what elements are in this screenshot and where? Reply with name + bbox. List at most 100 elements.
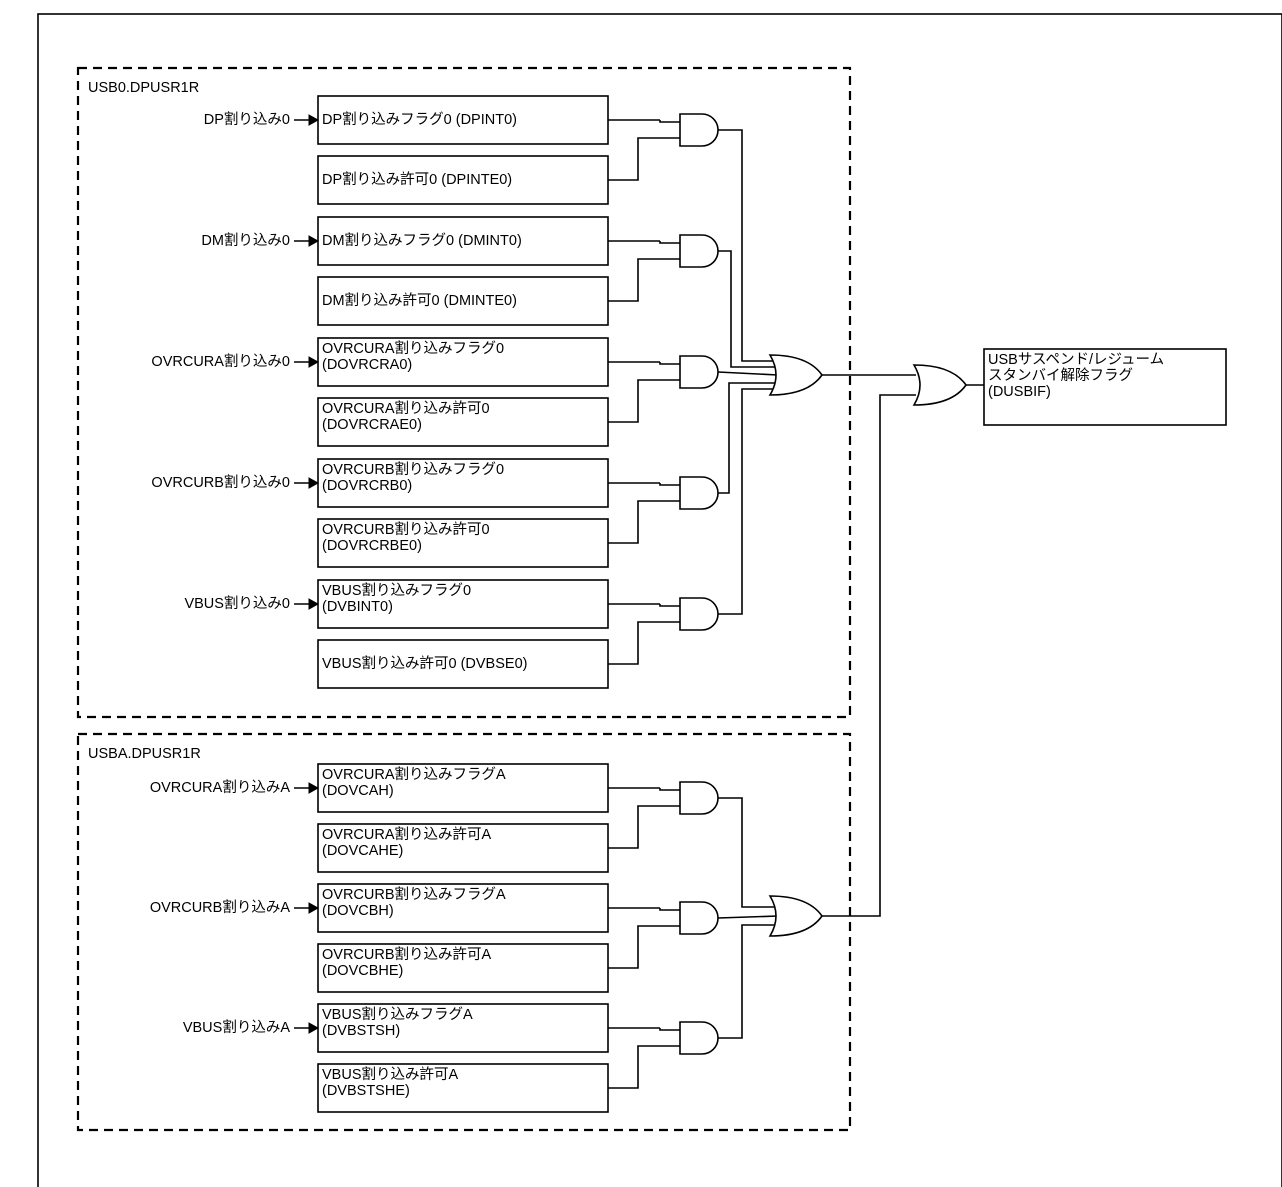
- enable-register-label-line: OVRCURB割り込み許可A: [322, 947, 492, 963]
- arrow-head: [308, 902, 320, 914]
- enable-register-label-line: VBUS割り込み許可A: [322, 1067, 459, 1083]
- flag-register-label: VBUS割り込みフラグA(DVBSTSH): [322, 1004, 606, 1052]
- flag-register-label-line: OVRCURB割り込みフラグA: [322, 887, 506, 903]
- wire: [718, 924, 778, 1039]
- and-gate: [679, 355, 719, 389]
- and-gate: [679, 901, 719, 935]
- and-gate: [679, 597, 719, 631]
- wire: [659, 483, 680, 486]
- arrow-head: [308, 1022, 320, 1034]
- interrupt-input-label: DP割り込み0: [203, 112, 290, 128]
- and-gate: [679, 781, 719, 815]
- and-gate: [679, 234, 719, 268]
- enable-register-label-line: OVRCURA割り込み許可A: [322, 827, 492, 843]
- or-gate: [768, 895, 823, 937]
- wire: [608, 379, 680, 423]
- output-flag-label-line: (DUSBIF): [988, 384, 1051, 400]
- group0-title: USB0.DPUSR1R: [88, 80, 200, 96]
- wire: [718, 382, 778, 494]
- flag-register-label: VBUS割り込みフラグ0(DVBINT0): [322, 580, 606, 628]
- flag-register-label: DM割り込みフラグ0 (DMINT0): [322, 217, 606, 265]
- flag-register-label-line: VBUS割り込みフラグ0: [322, 583, 472, 599]
- wire: [659, 1028, 680, 1031]
- enable-register-label: OVRCURA割り込み許可0(DOVRCRAE0): [322, 398, 606, 446]
- enable-register-label-line: OVRCURB割り込み許可0: [322, 522, 490, 538]
- flag-register-label-line: (DOVCAH): [322, 783, 394, 799]
- flag-register-label-line: DM割り込みフラグ0 (DMINT0): [322, 233, 522, 249]
- enable-register-label-line: (DOVCBHE): [322, 963, 404, 979]
- flag-register-label-line: OVRCURB割り込みフラグ0: [322, 462, 505, 478]
- enable-register-label-line: (DOVCAHE): [322, 843, 404, 859]
- enable-register-label-line: (DOVRCRBE0): [322, 538, 422, 554]
- interrupt-input-label: VBUS割り込み0: [184, 596, 290, 612]
- output-flag-box: [983, 348, 1227, 426]
- wire: [659, 604, 680, 607]
- enable-register-label: DP割り込み許可0 (DPINTE0): [322, 156, 606, 204]
- enable-register-label-line: VBUS割り込み許可0 (DVBSE0): [322, 656, 528, 672]
- wire: [659, 362, 680, 365]
- wire: [608, 258, 680, 302]
- wire: [659, 241, 680, 244]
- enable-register-label: OVRCURB割り込み許可0(DOVRCRBE0): [322, 519, 606, 567]
- enable-register-label: VBUS割り込み許可0 (DVBSE0): [322, 640, 606, 688]
- arrow-head: [308, 114, 320, 126]
- groupA-container: [76, 732, 852, 1132]
- wire: [718, 129, 778, 362]
- enable-register-label-line: DP割り込み許可0 (DPINTE0): [322, 172, 513, 188]
- wire: [659, 120, 680, 123]
- and-gate: [679, 113, 719, 147]
- and-gate: [679, 476, 719, 510]
- group0-container: [76, 66, 852, 719]
- or-gate: [768, 354, 823, 396]
- flag-register-label: OVRCURB割り込みフラグA(DOVCBH): [322, 884, 606, 932]
- interrupt-input-label: OVRCURB割り込み0: [151, 475, 290, 491]
- wire: [608, 137, 680, 181]
- flag-register-label: OVRCURA割り込みフラグ0(DOVRCRA0): [322, 338, 606, 386]
- enable-register-label: OVRCURB割り込み許可A(DOVCBHE): [322, 944, 606, 992]
- enable-register-label-line: DM割り込み許可0 (DMINTE0): [322, 293, 517, 309]
- enable-register-label-line: OVRCURA割り込み許可0: [322, 401, 490, 417]
- arrow-head: [308, 235, 320, 247]
- arrow-head: [308, 598, 320, 610]
- flag-register-label: DP割り込みフラグ0 (DPINT0): [322, 96, 606, 144]
- arrow-head: [308, 782, 320, 794]
- flag-register-label-line: (DOVRCRB0): [322, 478, 413, 494]
- groupA-title: USBA.DPUSR1R: [88, 746, 201, 762]
- wire: [608, 621, 680, 665]
- flag-register-label-line: (DVBINT0): [322, 599, 393, 615]
- wire: [718, 388, 778, 615]
- interrupt-input-label: OVRCURA割り込み0: [151, 354, 290, 370]
- wire: [608, 925, 680, 969]
- wire: [717, 371, 779, 376]
- flag-register-label: OVRCURA割り込みフラグA(DOVCAH): [322, 764, 606, 812]
- wire: [718, 250, 778, 368]
- flag-register-label-line: OVRCURA割り込みフラグA: [322, 767, 506, 783]
- output-flag-label: USBサスペンド/レジュームスタンバイ解除フラグ(DUSBIF): [988, 349, 1224, 425]
- flag-register-label-line: OVRCURA割り込みフラグ0: [322, 341, 505, 357]
- flag-register-label-line: (DOVCBH): [322, 903, 394, 919]
- interrupt-input-label: OVRCURB割り込みA: [149, 900, 290, 916]
- or-gate: [912, 364, 967, 406]
- flag-register-label-line: DP割り込みフラグ0 (DPINT0): [322, 112, 517, 128]
- wire: [822, 394, 916, 917]
- wire: [608, 500, 680, 544]
- output-flag-label-line: スタンバイ解除フラグ: [988, 368, 1133, 384]
- output-flag-label-line: USBサスペンド/レジューム: [988, 352, 1165, 368]
- interrupt-input-label: DM割り込み0: [201, 233, 290, 249]
- wire: [659, 908, 680, 911]
- wire: [718, 797, 778, 908]
- flag-register-label: OVRCURB割り込みフラグ0(DOVRCRB0): [322, 459, 606, 507]
- enable-register-label-line: (DOVRCRAE0): [322, 417, 422, 433]
- wire: [659, 788, 680, 791]
- interrupt-input-label: OVRCURA割り込みA: [149, 780, 290, 796]
- enable-register-label: OVRCURA割り込み許可A(DOVCAHE): [322, 824, 606, 872]
- enable-register-label: VBUS割り込み許可A(DVBSTSHE): [322, 1064, 606, 1112]
- wire: [717, 915, 779, 919]
- enable-register-label: DM割り込み許可0 (DMINTE0): [322, 277, 606, 325]
- enable-register-label-line: (DVBSTSHE): [322, 1083, 410, 1099]
- arrow-head: [308, 477, 320, 489]
- flag-register-label-line: (DVBSTSH): [322, 1023, 401, 1039]
- flag-register-label-line: VBUS割り込みフラグA: [322, 1007, 473, 1023]
